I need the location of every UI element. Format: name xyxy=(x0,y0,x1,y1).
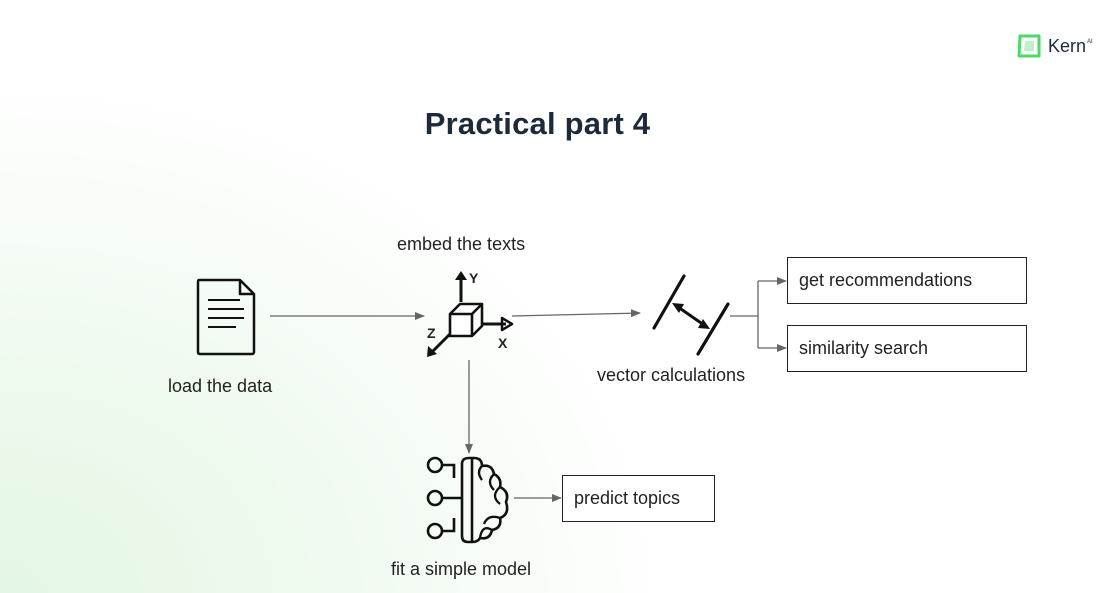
kern-logo-suffix: AI xyxy=(1087,39,1093,45)
output-recommendations-box: get recommendations xyxy=(787,257,1027,304)
output-topics-label: predict topics xyxy=(574,488,681,508)
vector-calc-icon xyxy=(652,274,730,356)
document-icon xyxy=(196,278,256,356)
output-similarity-label: similarity search xyxy=(799,338,929,358)
step-model-label: fit a simple model xyxy=(391,559,532,579)
output-recommendations-label: get recommendations xyxy=(799,270,973,290)
step-load-label: load the data xyxy=(168,376,273,396)
axis-z-label: Z xyxy=(427,325,436,341)
axis-x-label: X xyxy=(498,335,508,351)
output-similarity-box: similarity search xyxy=(787,325,1027,372)
step-vector-label: vector calculations xyxy=(597,365,746,385)
kern-logo-text: Kern xyxy=(1048,35,1087,56)
step-embed-label: embed the texts xyxy=(397,234,526,254)
axis-y-label: Y xyxy=(469,270,479,286)
output-topics-box: predict topics xyxy=(562,475,715,522)
model-brain-icon xyxy=(426,456,509,544)
axes-3d-icon xyxy=(427,271,514,357)
kern-logo: Kern AI xyxy=(1016,34,1093,58)
arrow-embed-to-vector xyxy=(511,309,641,318)
kern-logo-icon xyxy=(1017,34,1041,58)
arrow-vector-branch xyxy=(730,281,759,348)
page-title: Practical part 4 xyxy=(424,106,651,141)
